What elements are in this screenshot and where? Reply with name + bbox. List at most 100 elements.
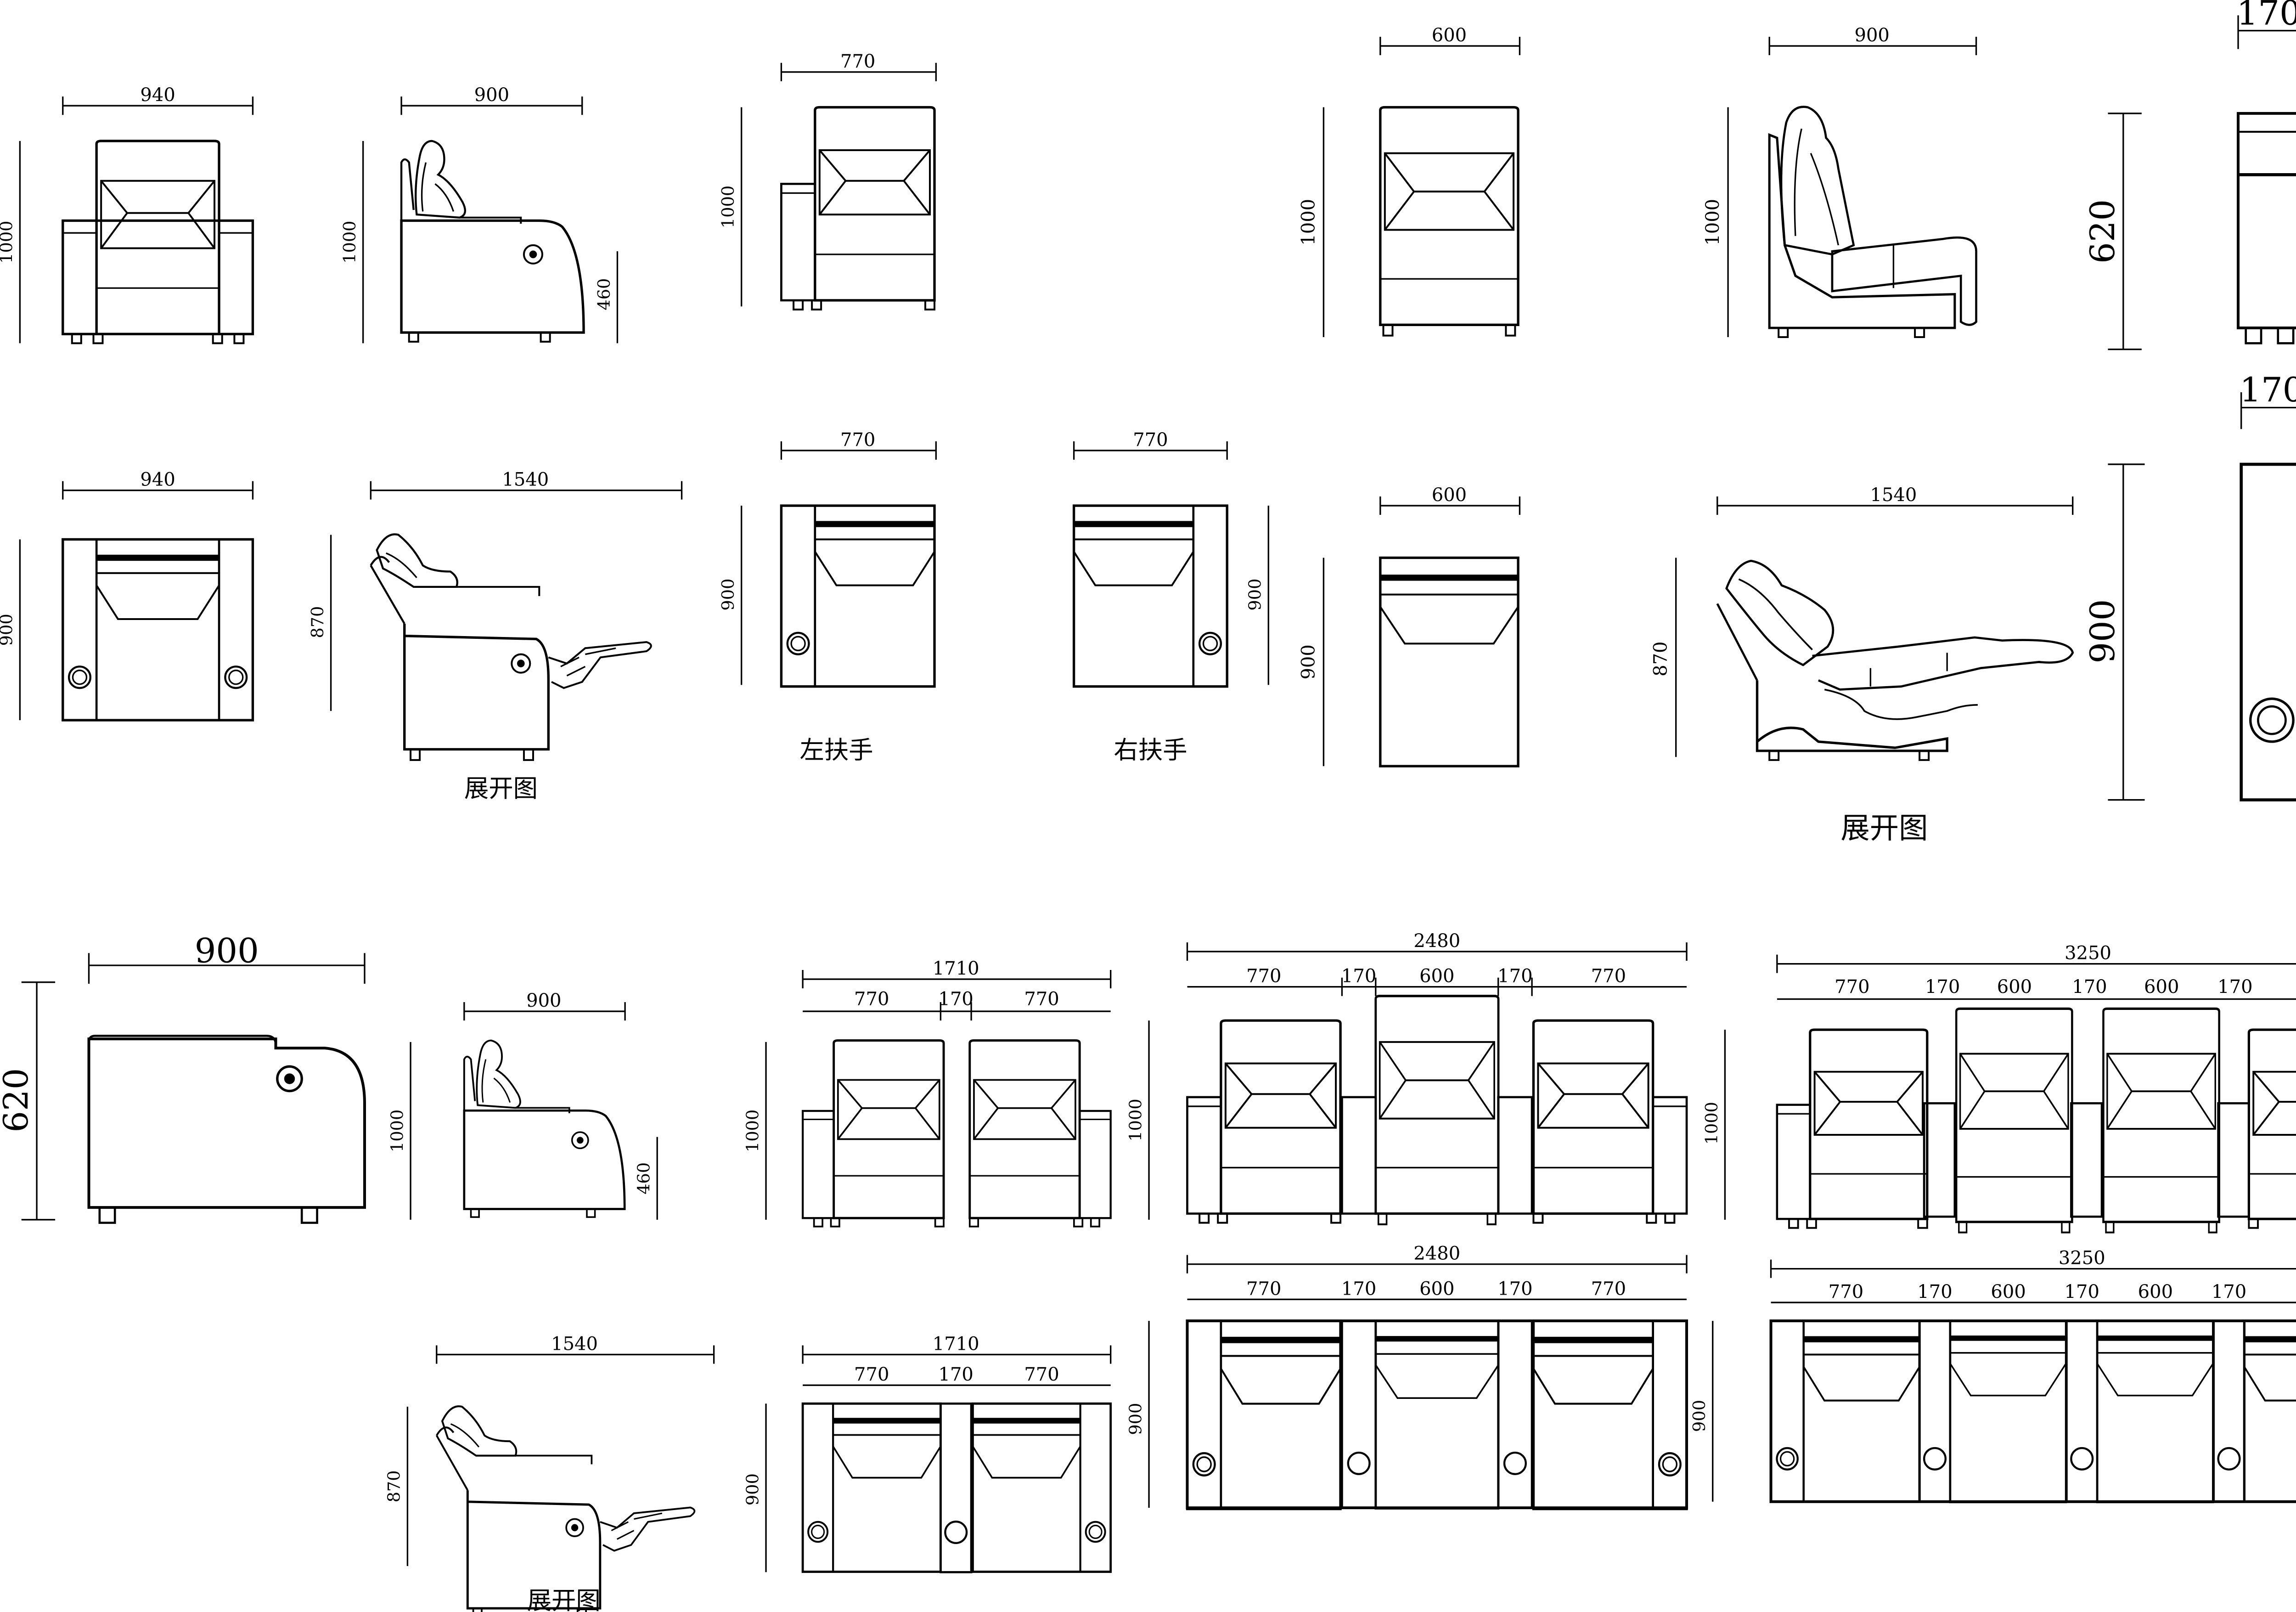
row1-armless-front: 600 1000	[1298, 25, 1521, 338]
dim-two-seat-top-part-1: 770	[854, 1364, 889, 1385]
dim-620-arm: 620	[2083, 199, 2122, 264]
row1-single-front: 940 1000	[0, 85, 253, 343]
row2-left-arm-top: 770 900 左扶手	[718, 429, 937, 765]
caption-reclined: 展开图	[464, 774, 538, 803]
dim-1710-two-seat: 1710	[933, 958, 979, 979]
row2-armless-reclined: 1540 870 展开图	[1650, 485, 2073, 845]
dim-four-seat-top-part-4: 170	[2065, 1281, 2099, 1302]
dim-900-armless-side: 900	[1855, 25, 1890, 46]
row3-four-seat-front: 3250 770 170 600 170 600 170 770 1000	[1702, 943, 2296, 1233]
dim-1000-two-seat: 1000	[743, 1110, 762, 1152]
dim-900-arm-top: 900	[2083, 599, 2122, 664]
dim-four-seat-part-4: 170	[2072, 976, 2107, 998]
dim-two-seat-part-2: 170	[939, 989, 974, 1010]
row1-armless-side: 900 1000	[1702, 25, 1977, 338]
dim-2480-three-seat-top: 2480	[1413, 1243, 1460, 1264]
dim-four-seat-part-3: 600	[1997, 976, 2032, 998]
dim-1540-small-reclined: 1540	[551, 1333, 598, 1354]
row2-single-reclined: 1540 870 展开图	[308, 469, 683, 803]
dim-four-seat-top-part-2: 170	[1917, 1281, 1952, 1302]
dim-940-top: 940	[140, 85, 175, 106]
dim-1000-armless: 1000	[1298, 199, 1319, 246]
dim-3250-four-seat: 3250	[2065, 943, 2111, 964]
dim-770-leftarm: 770	[840, 51, 875, 72]
dim-1000-side: 1000	[340, 220, 360, 263]
dim-four-seat-top-part-1: 770	[1829, 1281, 1863, 1302]
dim-460-small-side: 460	[634, 1162, 654, 1195]
dim-two-seat-top-part-2: 170	[939, 1364, 974, 1385]
dim-four-seat-top-part-3: 600	[1991, 1281, 2026, 1302]
row1-arm-panel-front: 170 620	[2083, 0, 2296, 350]
row4-three-seat-top: 2480 770 170 600 170 770 900	[1125, 1243, 1688, 1509]
dim-770-right-top: 770	[1133, 429, 1168, 451]
caption-small-reclined: 展开图	[527, 1586, 601, 1612]
dim-900-left-top: 900	[718, 579, 738, 611]
row3-arm-side: 900 620	[0, 931, 366, 1224]
dim-1000-three-seat: 1000	[1125, 1099, 1145, 1141]
dim-170-arm-top: 170	[2240, 371, 2296, 410]
dim-900-right-top: 900	[1245, 579, 1265, 611]
dim-three-seat-part-1: 770	[1246, 966, 1281, 987]
dim-2480-three-seat: 2480	[1413, 930, 1460, 952]
dim-1540-armless-reclined: 1540	[1870, 485, 1917, 506]
row1-single-side: 900 1000 460	[340, 85, 619, 344]
dim-four-seat-top-part-5: 600	[2138, 1281, 2173, 1302]
dim-870-armless-reclined: 870	[1650, 641, 1671, 676]
row2-right-arm-top: 770 900 右扶手	[1074, 429, 1269, 765]
caption-armless-reclined: 展开图	[1840, 811, 1928, 845]
row3-three-seat-front: 2480 770 170 600 170 770 1000	[1125, 930, 1687, 1224]
dim-two-seat-part-3: 770	[1024, 989, 1059, 1010]
caption-left-arm: 左扶手	[799, 736, 873, 765]
dim-three-seat-top-part-1: 770	[1246, 1278, 1281, 1299]
dim-1000-leftarm: 1000	[718, 186, 738, 228]
caption-right-arm: 右扶手	[1114, 736, 1187, 765]
row2-single-top: 940 900	[0, 469, 253, 720]
dim-600-armless-top: 600	[1432, 485, 1467, 506]
row4-two-seat-top: 1710 770 170 770 900	[743, 1333, 1110, 1573]
row3-small-side: 900 1000 460	[387, 990, 658, 1220]
row2-armless-top: 600 900	[1298, 485, 1521, 766]
row3-two-seat-front: 1710 770 170 770 1000	[743, 958, 1110, 1227]
dim-1000-left: 1000	[0, 220, 17, 263]
dim-900-small-side: 900	[526, 990, 561, 1011]
dim-three-seat-top-part-4: 170	[1497, 1278, 1532, 1299]
row4-four-seat-top: 3250 770 170 600 170 600 170 770 900	[1689, 1248, 2296, 1502]
dim-900-two-seat-top: 900	[743, 1473, 762, 1505]
dim-four-seat-part-1: 770	[1835, 976, 1869, 998]
dim-940-top-view: 940	[140, 469, 175, 490]
dim-870-reclined: 870	[308, 606, 327, 638]
dim-three-seat-top-part-2: 170	[1341, 1278, 1376, 1299]
dim-1540-reclined: 1540	[502, 469, 549, 490]
dim-900-arm-side: 900	[195, 931, 259, 970]
dim-170-arm: 170	[2237, 0, 2296, 33]
dim-two-seat-part-1: 770	[854, 989, 889, 1010]
dim-600-armless: 600	[1432, 25, 1467, 46]
dim-1710-two-seat-top: 1710	[933, 1333, 979, 1354]
row4-small-reclined: 1540 870 展开图	[384, 1333, 715, 1612]
dim-1000-small-side: 1000	[387, 1110, 407, 1152]
dim-three-seat-part-2: 170	[1341, 966, 1376, 987]
dim-900-armless-top: 900	[1298, 644, 1319, 679]
dim-four-seat-part-2: 170	[1925, 976, 1960, 998]
dim-1000-four-seat: 1000	[1702, 1102, 1722, 1144]
dim-three-seat-part-4: 170	[1497, 966, 1532, 987]
dim-four-seat-part-5: 600	[2144, 976, 2179, 998]
dim-three-seat-part-3: 600	[1419, 966, 1454, 987]
dim-two-seat-top-part-3: 770	[1024, 1364, 1059, 1385]
dim-770-left-top: 770	[840, 429, 875, 451]
dim-460-side: 460	[594, 278, 614, 310]
dim-870-small-reclined: 870	[384, 1470, 404, 1502]
dim-1000-armless-side: 1000	[1702, 199, 1723, 246]
dim-620-arm-side: 620	[0, 1068, 36, 1133]
dim-900-top-view: 900	[0, 614, 17, 646]
dim-900-three-seat-top: 900	[1125, 1403, 1145, 1435]
dim-3250-four-seat-top: 3250	[2059, 1248, 2105, 1269]
row2-arm-panel-top: 170 900	[2083, 371, 2296, 801]
dim-three-seat-top-part-3: 600	[1419, 1278, 1454, 1299]
dim-four-seat-top-part-6: 170	[2212, 1281, 2246, 1302]
dim-three-seat-part-5: 770	[1591, 966, 1626, 987]
dim-900-side: 900	[474, 85, 509, 106]
dim-three-seat-top-part-5: 770	[1591, 1278, 1626, 1299]
row1-left-arm-front: 770 1000	[718, 51, 937, 310]
